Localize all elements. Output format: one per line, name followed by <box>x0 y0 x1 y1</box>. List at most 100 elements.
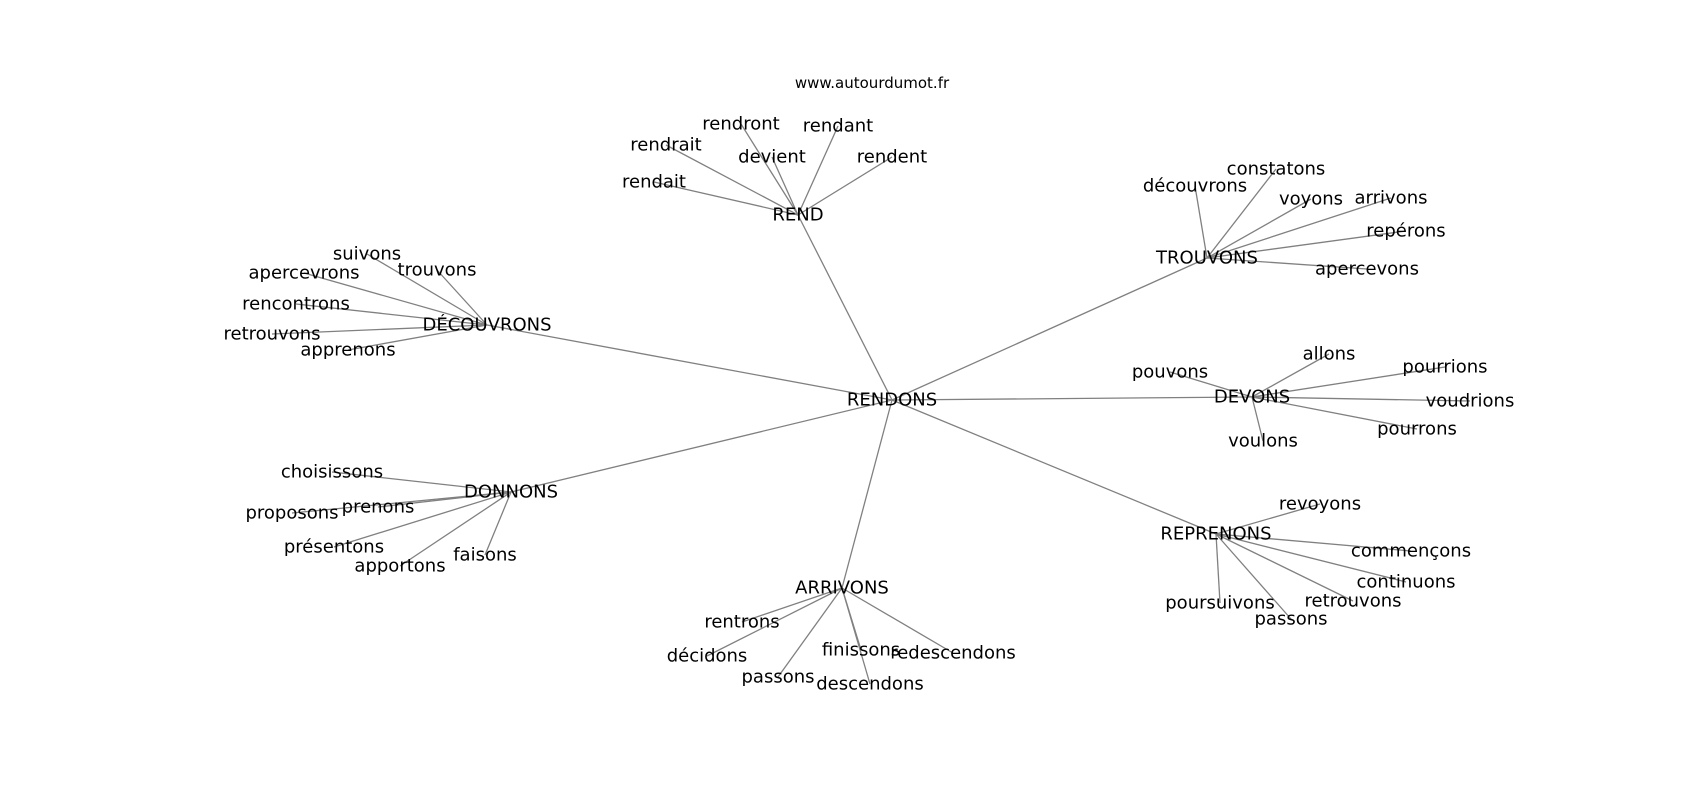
node-leaf-apprenons: apprenons <box>300 340 395 361</box>
node-leaf-arrivons: arrivons <box>1355 188 1428 209</box>
edge-donnons-proposons <box>291 491 512 514</box>
edge-decouvrons-trouvons <box>436 269 488 326</box>
edge-devons-voudrions <box>1251 396 1471 402</box>
edge-trouvons-reperons <box>1206 230 1407 259</box>
node-leaf-decidons: décidons <box>667 646 748 667</box>
node-hub-decouvrons: DÉCOUVRONS <box>422 314 551 336</box>
node-leaf-trouvons: trouvons <box>398 260 477 281</box>
node-leaf-passons: passons <box>1254 609 1327 630</box>
node-leaf-faisons: faisons <box>453 545 517 566</box>
edge-arrivons-descendons <box>841 587 871 685</box>
node-leaf-suivons: suivons <box>333 244 401 265</box>
edge-devons-pourrons <box>1251 396 1418 430</box>
edge-rend-rendrait <box>665 144 799 216</box>
node-hub-arrivons: ARRIVONS <box>795 578 889 599</box>
node-leaf-devient: devient <box>738 147 806 168</box>
node-leaf-commencons: commençons <box>1351 541 1471 562</box>
edge-rend-rendent <box>797 156 893 216</box>
edge-center-reprenons <box>891 399 1217 535</box>
node-hub-reprenons: REPRENONS <box>1160 524 1271 545</box>
node-leaf-allons: allons <box>1303 344 1356 365</box>
edge-reprenons-passons <box>1215 533 1292 620</box>
node-hub-donnons: DONNONS <box>464 482 558 503</box>
edge-devons-allons <box>1251 353 1330 398</box>
edge-center-rend <box>797 214 893 401</box>
edge-decouvrons-apercevrons <box>303 272 488 326</box>
edge-donnons-presentons <box>333 491 512 548</box>
node-leaf-apercevrons: apercevrons <box>249 263 360 284</box>
graph-labels: RENDONS REND rendront rendant rendrait devien… <box>223 114 1514 695</box>
edge-donnons-choisissons <box>331 471 512 493</box>
node-leaf-passons: passons <box>741 667 814 688</box>
edge-trouvons-voyons <box>1206 198 1312 259</box>
edge-trouvons-apercevons <box>1206 257 1368 270</box>
node-leaf-voudrions: voudrions <box>1426 391 1515 412</box>
node-leaf-retrouvons: retrouvons <box>223 324 320 345</box>
edge-decouvrons-suivons <box>366 253 488 326</box>
edge-trouvons-constatons <box>1206 168 1277 259</box>
edge-arrivons-decidons <box>706 587 843 657</box>
node-leaf-poursuivons: poursuivons <box>1165 593 1275 614</box>
edge-reprenons-poursuivons <box>1215 533 1221 604</box>
node-hub-trouvons: TROUVONS <box>1155 248 1258 269</box>
source-watermark: www.autourdumot.fr <box>795 74 950 92</box>
node-leaf-choisissons: choisissons <box>281 462 383 483</box>
node-leaf-proposons: proposons <box>245 503 338 524</box>
edge-reprenons-retrouvons <box>1215 533 1354 602</box>
edge-center-devons <box>891 396 1253 401</box>
edge-arrivons-rentrons <box>741 587 843 623</box>
edge-decouvrons-retrouvons <box>271 324 488 335</box>
edge-donnons-faisons <box>484 491 512 556</box>
node-leaf-prenons: prenons <box>342 497 415 518</box>
edge-reprenons-continuons <box>1215 533 1407 583</box>
edge-rend-devient <box>771 156 799 216</box>
node-leaf-reperons: repérons <box>1366 221 1445 242</box>
node-leaf-pourrons: pourrons <box>1377 419 1457 440</box>
node-leaf-apercevons: apercevons <box>1315 259 1419 280</box>
node-leaf-rendront: rendront <box>702 114 779 135</box>
node-hub-devons: DEVONS <box>1214 387 1290 408</box>
edge-rend-rendait <box>653 181 799 216</box>
node-leaf-presentons: présentons <box>284 537 384 558</box>
graph-edges <box>271 123 1471 685</box>
node-leaf-pourrions: pourrions <box>1402 357 1487 378</box>
edge-donnons-apportons <box>399 491 512 567</box>
node-leaf-constatons: constatons <box>1227 159 1326 180</box>
edge-rend-rendant <box>797 125 839 216</box>
node-leaf-voulons: voulons <box>1228 431 1298 452</box>
edge-rend-rendront <box>740 123 799 216</box>
edge-arrivons-redescendons <box>841 587 954 654</box>
node-leaf-rendant: rendant <box>803 116 873 137</box>
edge-devons-pourrions <box>1251 366 1446 398</box>
node-leaf-rendrait: rendrait <box>630 135 701 156</box>
node-leaf-rendent: rendent <box>857 147 927 168</box>
edge-decouvrons-rencontrons <box>295 303 488 326</box>
node-leaf-continuons: continuons <box>1357 572 1456 593</box>
node-leaf-decouvrons: découvrons <box>1143 176 1247 197</box>
node-leaf-retrouvons: retrouvons <box>1304 591 1401 612</box>
node-leaf-rendait: rendait <box>622 172 686 193</box>
node-leaf-descendons: descendons <box>816 674 923 695</box>
edge-devons-voulons <box>1251 396 1264 442</box>
edge-center-arrivons <box>841 399 893 589</box>
node-leaf-redescendons: redescendons <box>890 643 1016 664</box>
edge-arrivons-passons <box>777 587 843 678</box>
edge-center-donnons <box>510 399 893 493</box>
node-leaf-revoyons: revoyons <box>1279 494 1361 515</box>
node-leaf-pouvons: pouvons <box>1132 362 1208 383</box>
node-center-rendons: RENDONS <box>847 390 937 411</box>
edge-reprenons-revoyons <box>1215 503 1321 535</box>
edge-trouvons-arrivons <box>1206 197 1392 259</box>
node-leaf-rencontrons: rencontrons <box>242 294 350 315</box>
edge-center-trouvons <box>891 257 1208 401</box>
edge-center-decouvrons <box>486 324 893 401</box>
node-hub-rend: REND <box>772 205 823 226</box>
node-leaf-voyons: voyons <box>1279 189 1343 210</box>
edge-trouvons-decouvrons <box>1194 185 1208 259</box>
edge-reprenons-commencons <box>1215 533 1412 552</box>
node-leaf-rentrons: rentrons <box>704 612 779 633</box>
node-leaf-apportons: apportons <box>354 556 445 577</box>
edge-devons-pouvons <box>1169 371 1253 398</box>
edge-decouvrons-apprenons <box>347 324 488 351</box>
